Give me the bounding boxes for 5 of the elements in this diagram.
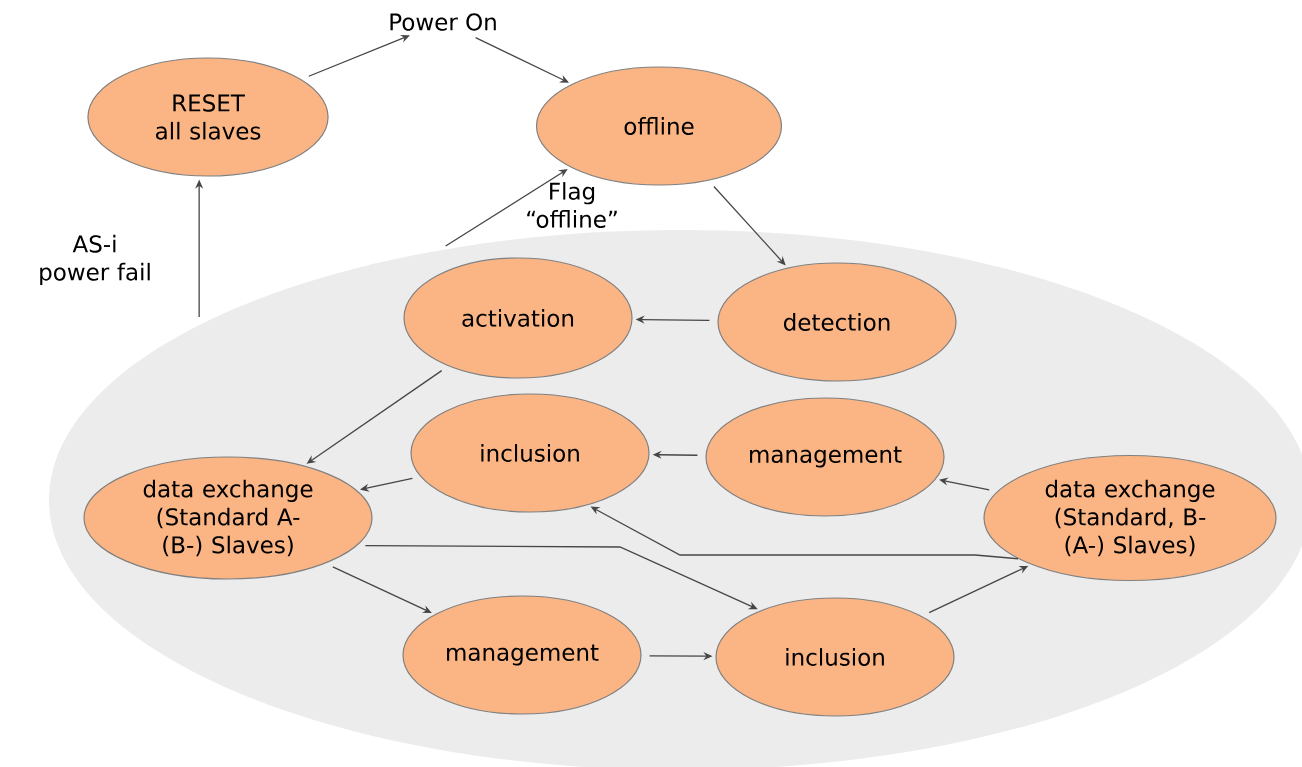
arrow bbox=[308, 34, 410, 77]
edge-label: AS-i power fail bbox=[40, 234, 150, 286]
bare-label: Power On bbox=[390, 13, 496, 31]
arrow bbox=[360, 477, 414, 492]
arrow bbox=[474, 37, 569, 83]
